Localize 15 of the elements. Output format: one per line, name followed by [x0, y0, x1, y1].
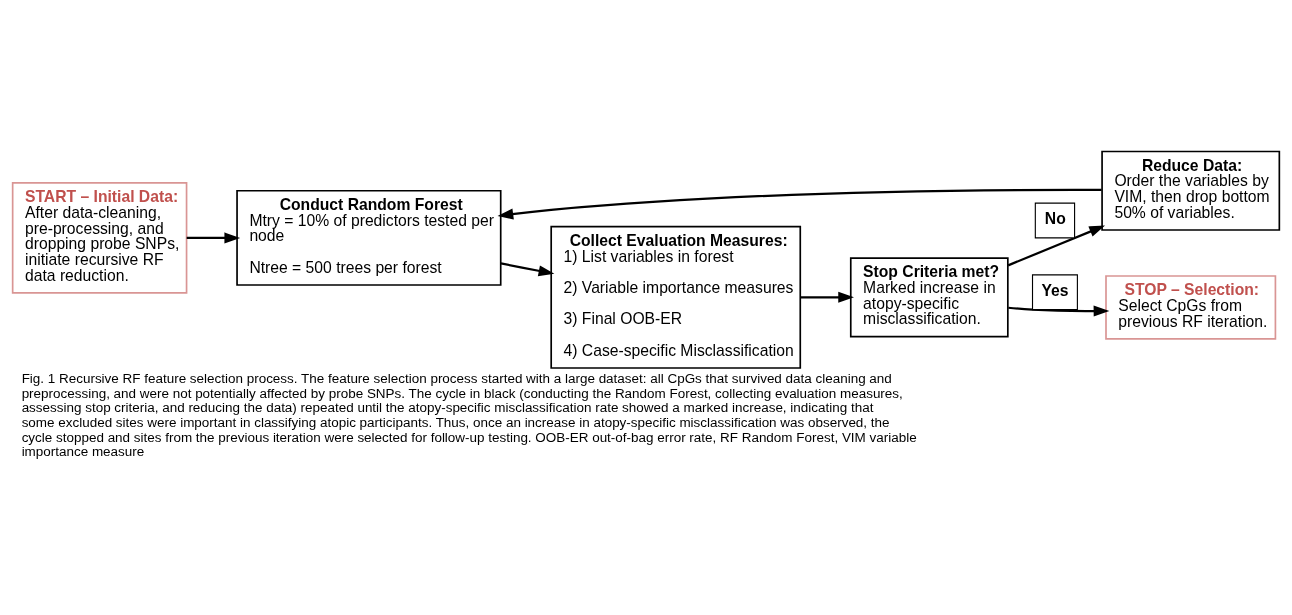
edge-label: Yes: [1041, 281, 1069, 299]
caption: Fig. 1 Recursive RF feature selection process. The feature selection process started with a large dataset: all CpGs that survived data cleaning and preprocessing, and were not potentially affected by probe SNPs. The cycle in black (conducting the Random Forest, collecting evaluation measures, assessing stop criteria, and reducing the data) repeated until the atopy-specific misclassification rate showed a marked increase, indicating that some excluded sites were important in classifying atopic participants. Thus, once an increase in atopy-specific misclassification was observed, the cycle stopped and sites from the previous iteration were selected for follow-up testing. OOB-ER out-of-bag error rate, RF Random Forest, VIM variable importance measure: [21, 370, 917, 459]
node-box: Stop Criteria met? Marked increase in atopy-specific misclassification.: [849, 256, 1009, 337]
node-box: START – Initial Data: After data-cleaning, pre-processing, and dropping probe SNPs, initiate recursive RF data reduction.: [11, 181, 188, 294]
node-box: Collect Evaluation Measures: 1) List variables in forest 2) Variable importance measures 3) Final OOB-ER 4) Case-specific Misclassification: [550, 225, 802, 369]
node-box: Conduct Random Forest Mtry = 10% of predictors tested per node Ntree = 500 trees per forest: [236, 189, 502, 286]
arrow: [497, 188, 1102, 219]
arrow: [500, 261, 555, 276]
arrow: [1008, 305, 1110, 317]
edge-label: No: [1044, 209, 1066, 227]
arrow: [800, 291, 854, 303]
node-box: Reduce Data: Order the variables by VIM, then drop bottom 50% of variables.: [1101, 150, 1281, 231]
arrow: [1007, 225, 1106, 266]
node-box: STOP – Selection: Select CpGs from previous RF iteration.: [1105, 274, 1277, 340]
arrow: [186, 231, 241, 243]
